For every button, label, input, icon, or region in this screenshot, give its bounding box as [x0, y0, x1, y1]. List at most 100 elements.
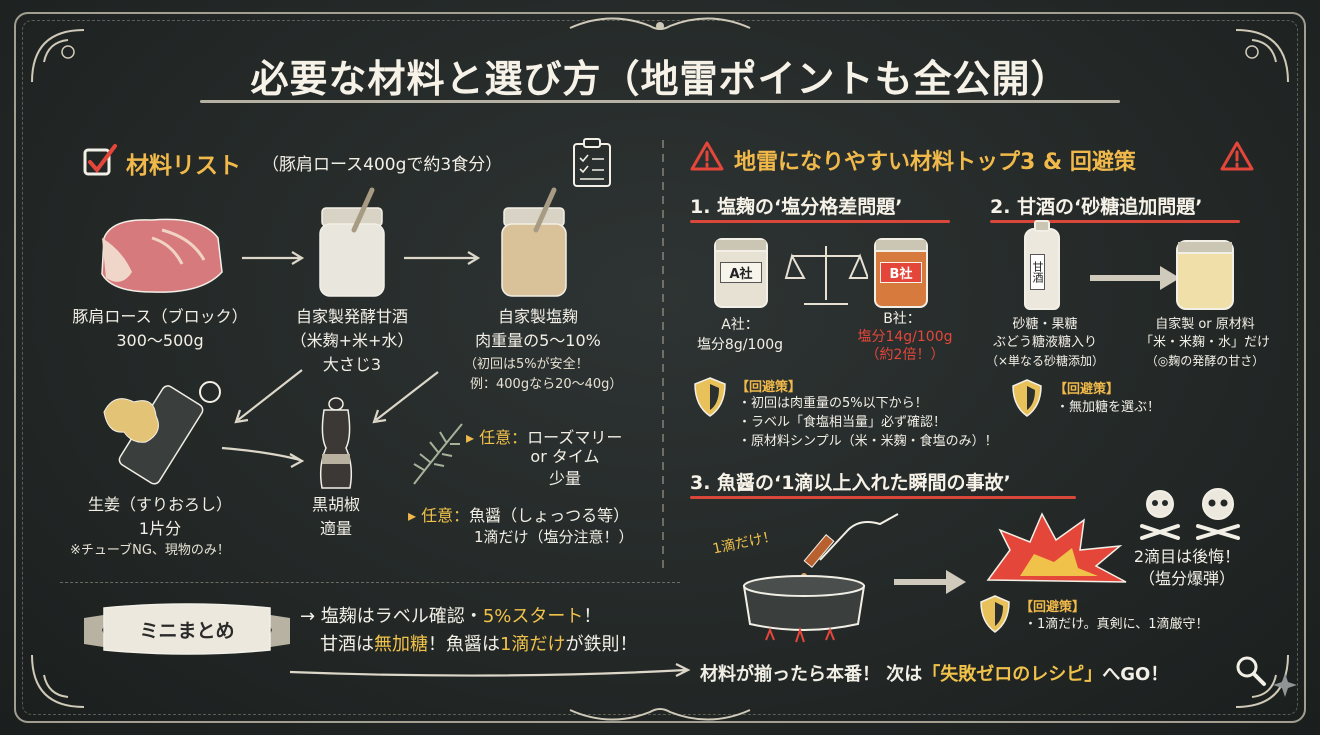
shield-icon: [694, 377, 726, 417]
optional1-line3: 少量: [548, 469, 581, 488]
optional2-line2: 1滴だけ（塩分注意！）: [474, 528, 634, 546]
trap2-left-1: 砂糖・果糖: [1012, 317, 1078, 332]
sparkle-icon: [1273, 673, 1297, 697]
summary-line2-highlight2: 1滴だけ: [500, 634, 566, 655]
trap1-b-value: 塩分14g/100g: [857, 329, 953, 345]
corner-swirl-icon: [31, 654, 85, 708]
summary-line2-highlight1: 無加糖: [374, 634, 428, 655]
trap2-left-2: ぶどう糖液糖入り: [992, 335, 1097, 350]
footer-highlight: 「失敗ゼロのレシピ」: [922, 664, 1103, 685]
trap1-tip-1: ・初回は肉重量の5%以下から！: [738, 396, 928, 411]
trap3-underline: [690, 496, 1076, 499]
page-title: 必要な材料と選び方（地雷ポイントも全公開）: [250, 57, 1070, 101]
shiokoji-jar-icon: [501, 187, 567, 297]
corner-swirl-icon: [1235, 654, 1289, 708]
section-divider: [662, 140, 664, 570]
amazake-amount: 大さじ3: [322, 355, 382, 374]
pork-amount: 300〜500g: [116, 331, 204, 350]
trap3-warn-2: （塩分爆弾）: [1138, 569, 1235, 588]
summary-line2-a: 甘酒は: [320, 634, 374, 655]
title-underline: [200, 100, 1120, 103]
scale-icon: [784, 246, 868, 305]
footer-post: へGO！: [1102, 664, 1169, 685]
skull-icon: [1140, 488, 1240, 540]
shiokoji-amount: 肉重量の5〜10%: [475, 331, 601, 350]
trap2-left-3: （×単なる砂糖添加）: [985, 354, 1105, 368]
trap2-right-1: 自家製 or 原材料: [1155, 317, 1255, 332]
ginger-name: 生姜（すりおろし）: [87, 495, 232, 514]
amazake-detail: （米麹+米+水）: [290, 331, 414, 350]
trap3-title: 3. 魚醤の‘1滴以上入れた瞬間の事故’: [690, 472, 1011, 494]
trap1-b-note: （約2倍！）: [865, 347, 945, 363]
trap1-a-label: A社：: [721, 317, 759, 333]
shiokoji-note: （初回は5%が安全！: [464, 357, 589, 372]
decorative-frame: [14, 12, 1306, 723]
summary-line-1: → 塩麹はラベル確認・5%スタート！: [300, 604, 601, 630]
summary-line1-pre: → 塩麹はラベル確認・: [300, 606, 483, 627]
pepper-name: 黒胡椒: [311, 495, 360, 514]
trap3-warn-1: 2滴目は後悔！: [1133, 547, 1241, 566]
footer-line: 材料が揃ったら本番！ 次は「失敗ゼロのレシピ」へGO！: [700, 660, 1168, 686]
explosion-icon: [986, 512, 1127, 583]
corner-swirl-icon: [31, 29, 85, 83]
jar-b-label: B社: [880, 262, 922, 283]
summary-banner-icon: [84, 603, 290, 655]
optional1-row: ▸ 任意：ローズマリー: [466, 428, 623, 447]
top-ornament-icon: [569, 17, 751, 30]
traps-heading: 地雷になりやすい材料トップ3 & 回避策: [734, 150, 1136, 175]
trap2-tip-head: 【回避策】: [1054, 382, 1120, 397]
bottom-ornament-icon: [569, 708, 751, 721]
trap2-right-3: （◎麹の発酵の甘さ）: [1145, 354, 1265, 368]
pepper-amount: 適量: [319, 519, 352, 538]
trap1-tip-head: 【回避策】: [736, 380, 802, 395]
pepper-mill-icon: [319, 397, 353, 489]
amazake-bottle-icon: 甘酒: [1024, 220, 1060, 310]
ginger-grater-icon: [103, 381, 221, 485]
jar-a-label: A社: [720, 262, 762, 283]
warning-icon: [690, 141, 724, 171]
homemade-jar-icon: [1176, 240, 1234, 310]
shiokoji-name: 自家製塩麹: [497, 307, 578, 326]
trap3-tip-head: 【回避策】: [1020, 600, 1086, 615]
clipboard-icon: [573, 138, 611, 187]
pork-icon: [101, 218, 223, 293]
footer-pre: 材料が揃ったら本番！ 次は: [700, 664, 923, 685]
optional2-tag: 任意：: [421, 506, 470, 525]
herb-icon: [413, 423, 463, 485]
trap2-underline: [990, 220, 1240, 223]
trap3-tip: ・1滴だけ。真剣に、1滴厳守！: [1024, 617, 1209, 632]
dropper-pot-icon: [742, 513, 899, 643]
ginger-note: ※チューブNG、現物のみ！: [70, 543, 230, 558]
summary-line1-post: ！: [583, 606, 602, 627]
shield-icon: [980, 595, 1010, 633]
summary-line1-highlight: 5%スタート: [482, 606, 584, 627]
trap1-tip-2: ・ラベル「食塩相当量」必ず確認！: [738, 415, 947, 430]
shield-icon: [1012, 379, 1042, 417]
jar-a-icon: A社: [714, 238, 768, 308]
optional2-line1: 魚醤（しょっつる等）: [469, 506, 630, 525]
ginger-amount: 1片分: [138, 519, 182, 538]
ingredients-subheading: （豚肩ロース400gで約3食分）: [262, 155, 503, 175]
trap1-underline: [690, 220, 950, 223]
optional2-row: ▸ 任意：魚醤（しょっつる等）: [408, 506, 630, 525]
summary-divider: [60, 582, 680, 583]
summary-banner: ミニまとめ: [139, 620, 235, 642]
checkbox-icon: [83, 144, 117, 176]
warning-icon: [1220, 141, 1254, 171]
trap2-right-2: 「米・米麹・水」だけ: [1139, 335, 1270, 350]
trap1-a-value: 塩分8g/100g: [696, 337, 784, 353]
trap1-b-label: B社：: [883, 311, 921, 327]
pork-name: 豚肩ロース（ブロック）: [72, 307, 248, 326]
trap2-title: 2. 甘酒の‘砂糖追加問題’: [990, 196, 1203, 218]
magnifier-icon: [1236, 656, 1266, 686]
trap1-title: 1. 塩麹の‘塩分格差問題’: [690, 196, 903, 218]
amazake-jar-icon: [319, 187, 385, 297]
trap2-tip: ・無加糖を選ぶ！: [1056, 400, 1161, 415]
trap1-tip-3: ・原材料シンプル（米・米麹・食塩のみ）！: [738, 434, 998, 449]
decorative-frame-inner: [22, 20, 1298, 715]
shiokoji-example: 例：400gなら20〜40g）: [470, 377, 623, 392]
bottle-label: 甘酒: [1030, 254, 1045, 290]
optional1-line2: or タイム: [530, 447, 600, 466]
summary-line2-b: ！魚醤は: [428, 634, 500, 655]
